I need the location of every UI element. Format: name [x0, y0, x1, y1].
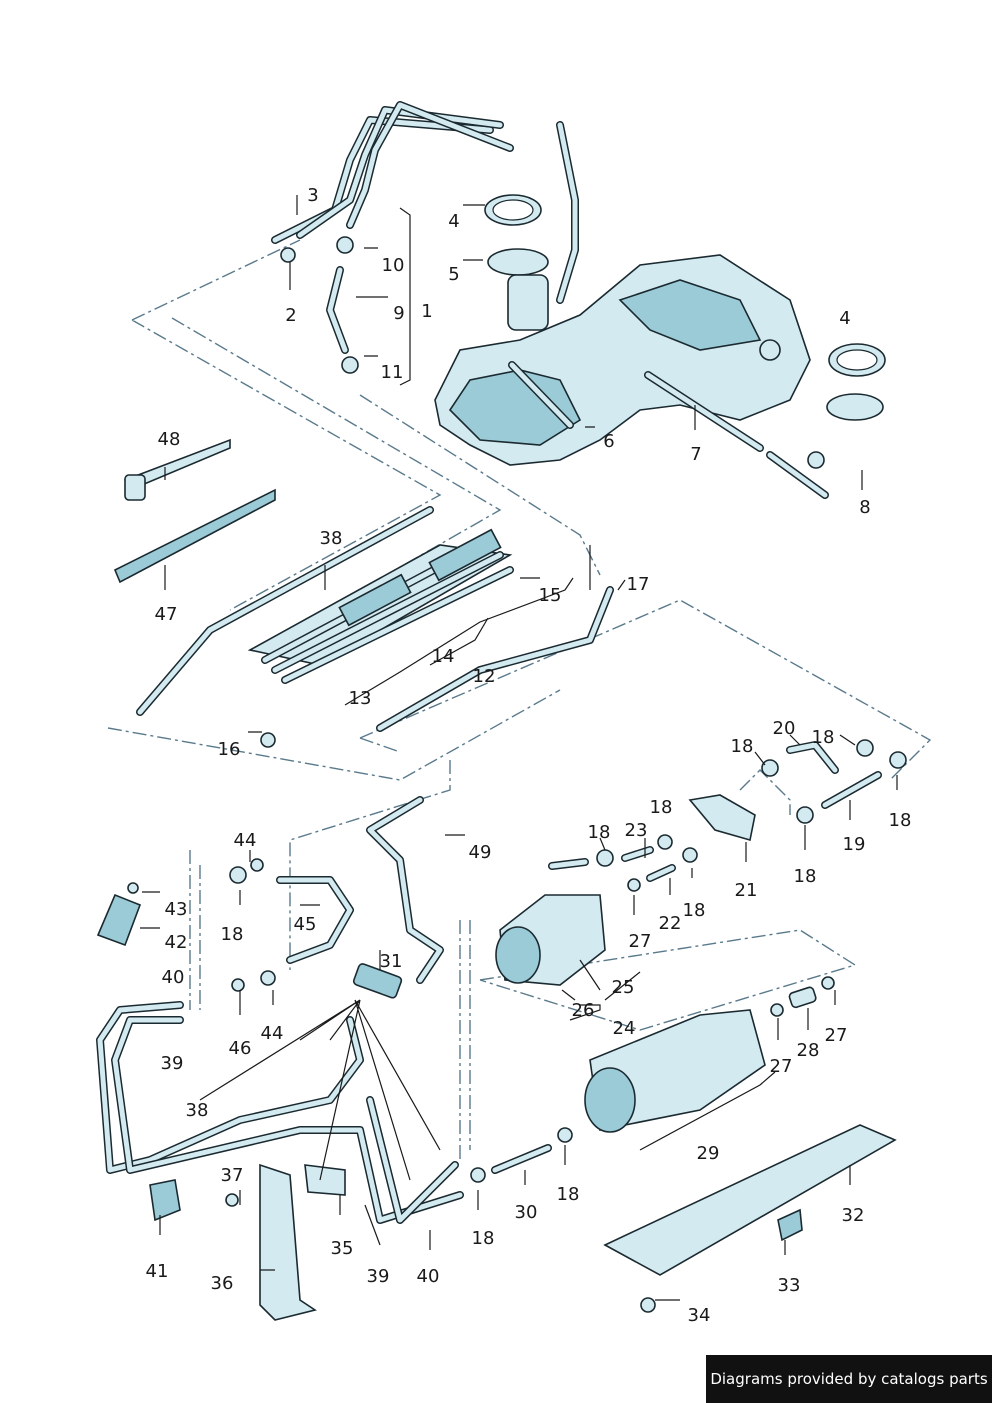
callout-10: 10 [382, 255, 405, 276]
callout-23: 23 [625, 820, 648, 841]
callout-19: 19 [843, 834, 866, 855]
callout-31: 31 [380, 951, 403, 972]
callout-49: 49 [469, 842, 492, 863]
small-fittings-left [96, 858, 346, 1321]
callout-27b: 27 [825, 1025, 848, 1046]
callout-48: 48 [158, 429, 181, 450]
callout-41: 41 [146, 1261, 169, 1282]
callout-18h: 18 [221, 924, 244, 945]
callout-2: 2 [285, 305, 296, 326]
upper-fuel-lines [271, 101, 514, 374]
callout-18d: 18 [794, 866, 817, 887]
callout-6: 6 [603, 431, 614, 452]
callout-27a: 27 [629, 931, 652, 952]
callout-36: 36 [211, 1273, 234, 1294]
callout-8: 8 [859, 497, 870, 518]
callout-45: 45 [294, 914, 317, 935]
callout-42: 42 [165, 932, 188, 953]
callout-35: 35 [331, 1238, 354, 1259]
filler-neck [508, 121, 829, 499]
callout-39a: 39 [161, 1053, 184, 1074]
fuel-pump-module [484, 194, 886, 469]
callout-37: 37 [221, 1165, 244, 1186]
callout-39b: 39 [367, 1266, 390, 1287]
callout-25: 25 [612, 977, 635, 998]
callout-40b: 40 [417, 1266, 440, 1287]
callout-33: 33 [778, 1275, 801, 1296]
fuel-tank [434, 254, 811, 466]
callout-20: 20 [773, 718, 796, 739]
callout-9: 9 [393, 303, 404, 324]
callout-16: 16 [218, 739, 241, 760]
callout-7: 7 [690, 444, 701, 465]
callout-11: 11 [381, 362, 404, 383]
attribution-text: Diagrams provided by catalogs parts [710, 1370, 988, 1388]
callout-44b: 44 [261, 1023, 284, 1044]
hose-45-line-49 [276, 796, 444, 999]
callout-28: 28 [797, 1040, 820, 1061]
callout-labels: 1 2 3 4 4 5 6 7 8 9 10 11 12 13 14 15 16… [146, 185, 912, 1326]
callout-40a: 40 [162, 967, 185, 988]
callout-18b: 18 [812, 727, 835, 748]
callout-43: 43 [165, 899, 188, 920]
attribution-footer: Diagrams provided by catalogs parts [706, 1355, 992, 1403]
callout-30: 30 [515, 1202, 538, 1223]
callout-24: 24 [613, 1018, 636, 1039]
callout-38b: 38 [186, 1100, 209, 1121]
callout-18i: 18 [557, 1184, 580, 1205]
callout-18c: 18 [889, 810, 912, 831]
fuel-cooler [136, 506, 614, 748]
callout-29: 29 [697, 1143, 720, 1164]
callout-18j: 18 [472, 1228, 495, 1249]
callout-15: 15 [539, 585, 562, 606]
cable-ties [113, 438, 276, 584]
leader-lines [140, 195, 898, 1301]
callout-22: 22 [659, 913, 682, 934]
callout-18e: 18 [650, 797, 673, 818]
callout-47: 47 [155, 604, 178, 625]
callout-3: 3 [307, 185, 318, 206]
callout-27c: 27 [770, 1056, 793, 1077]
callout-46: 46 [229, 1038, 252, 1059]
callout-1: 1 [421, 301, 432, 322]
assembly-boundaries [107, 239, 932, 1160]
valves-and-hoses-right [548, 739, 907, 892]
callout-21: 21 [735, 880, 758, 901]
callout-13: 13 [349, 688, 372, 709]
callout-38a: 38 [320, 528, 343, 549]
callout-12: 12 [473, 666, 496, 687]
callout-5: 5 [448, 264, 459, 285]
callout-18a: 18 [731, 736, 754, 757]
callout-34: 34 [688, 1305, 711, 1326]
callout-32: 32 [842, 1205, 865, 1226]
callout-18f: 18 [588, 822, 611, 843]
guard-plate [603, 1124, 897, 1313]
fuel-filter-assembly [470, 894, 835, 1183]
lower-fuel-lines [96, 1001, 464, 1224]
callout-4: 4 [448, 211, 459, 232]
callout-26: 26 [572, 1000, 595, 1021]
callout-17: 17 [627, 574, 650, 595]
callout-18g: 18 [683, 900, 706, 921]
callout-44a: 44 [234, 830, 257, 851]
callout-4b: 4 [839, 308, 850, 329]
callout-14: 14 [432, 646, 455, 667]
